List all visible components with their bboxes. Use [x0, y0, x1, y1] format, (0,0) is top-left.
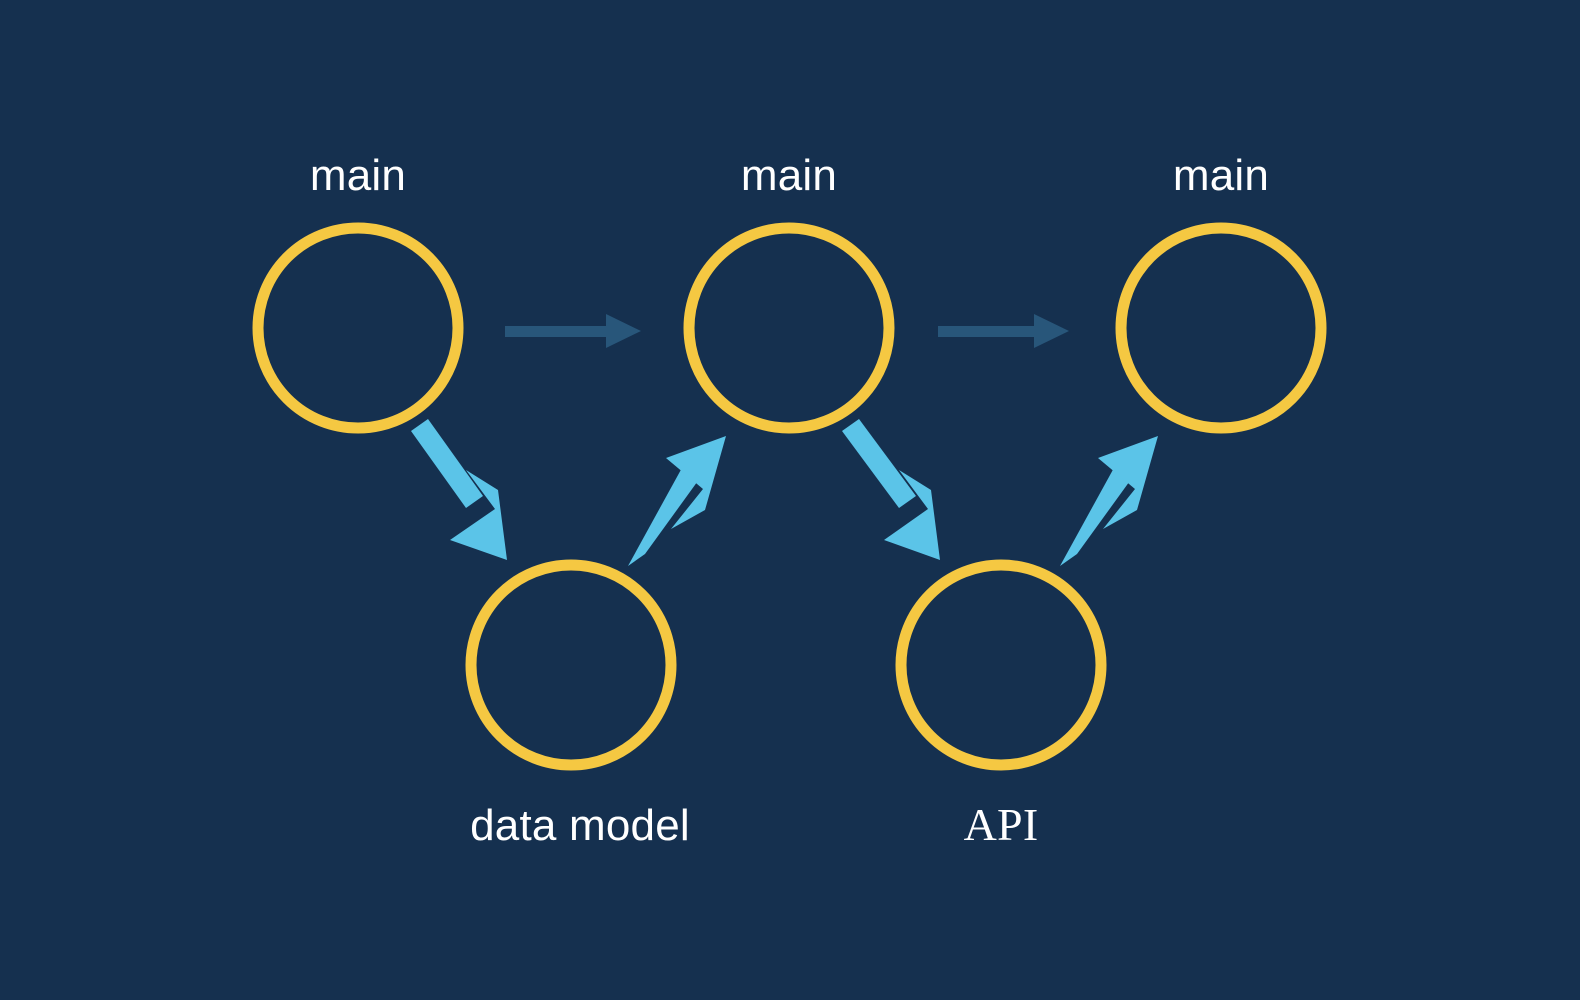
node-circle-api[interactable] [895, 559, 1107, 771]
node-label-main-2: main [741, 151, 837, 200]
node-label-api: API [964, 799, 1039, 850]
timeline-arrow-shaft [938, 326, 1036, 337]
merge-arrow-api-to-main3 [1060, 436, 1158, 566]
node-label-data-model: data model [470, 801, 690, 850]
branch-arrow-shaft [842, 419, 916, 508]
branch-arrow-main1-to-data-model [411, 419, 507, 560]
node-label-main-3: main [1173, 151, 1269, 200]
node-circle-main-3[interactable] [1115, 222, 1327, 434]
merge-arrow-shaft [628, 466, 700, 566]
timeline-arrow-head [1034, 314, 1069, 348]
branch-arrow-head [884, 470, 940, 560]
node-label-main-1: main [310, 151, 406, 200]
branch-arrow-head [450, 470, 507, 560]
merge-arrow-head [1098, 436, 1158, 529]
node-circle-main-1[interactable] [252, 222, 464, 434]
merge-arrow-data-model-to-main2 [628, 436, 726, 566]
node-circle-main-2[interactable] [683, 222, 895, 434]
branch-arrow-main2-to-api [842, 419, 940, 560]
timeline-arrow-main2-to-main3 [938, 314, 1069, 348]
branch-arrow-shaft [411, 419, 483, 508]
node-circle-data-model[interactable] [465, 559, 677, 771]
merge-arrow-shaft [1060, 466, 1132, 566]
merge-arrow-head [666, 436, 726, 529]
timeline-arrow-head [606, 314, 641, 348]
timeline-arrow-main1-to-main2 [505, 314, 641, 348]
timeline-arrow-shaft [505, 326, 608, 337]
